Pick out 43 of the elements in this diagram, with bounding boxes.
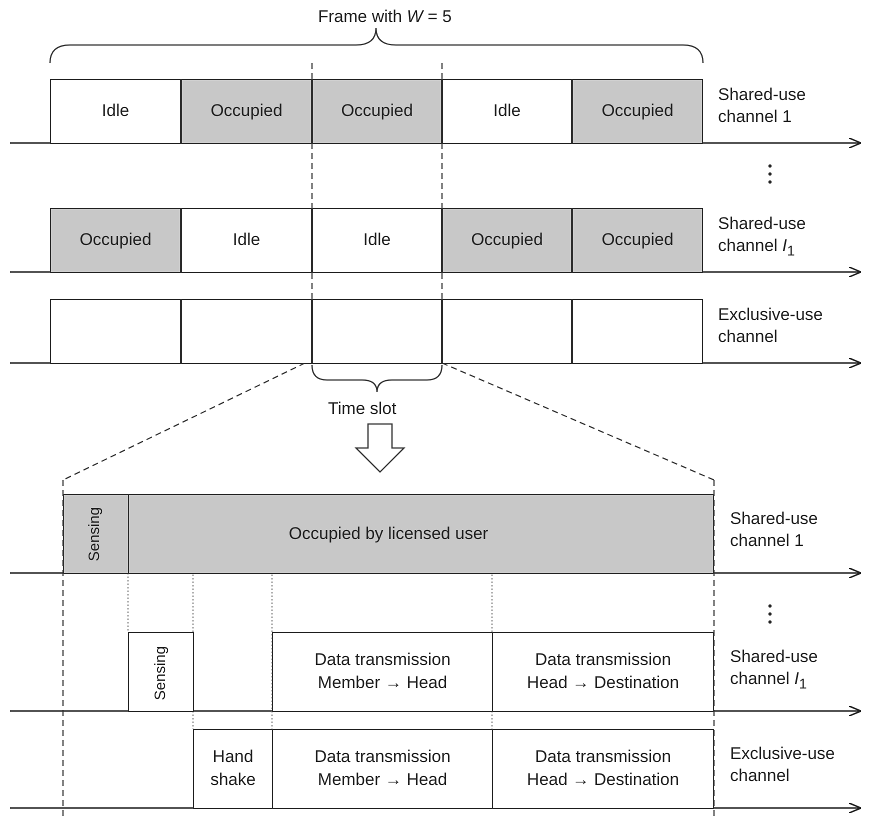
time-slot-box (181, 79, 312, 144)
slot-label: Idle (493, 101, 521, 120)
brace-label: Time slot (328, 398, 396, 420)
slot-label: Data transmission Head → Destination (526, 650, 680, 692)
slot-label: Idle (102, 101, 130, 120)
time-slot-box (312, 208, 442, 273)
time-slot-box (442, 79, 572, 144)
slot-label: Data transmission Head → Destination (526, 747, 680, 789)
time-slot-box (193, 729, 273, 809)
time-slot-box (492, 729, 714, 809)
channel-label: Shared-use channel 1 (730, 508, 819, 552)
slot-label: Data transmission Member → Head (314, 650, 451, 692)
time-slot-box (128, 632, 194, 712)
slot-label: Occupied (210, 101, 282, 120)
slot-label: Hand shake (210, 747, 256, 789)
slot-label: Data transmission Member → Head (314, 747, 451, 789)
time-slot-box (181, 208, 312, 273)
time-slot-box (63, 494, 714, 574)
slot-label: Idle (232, 230, 260, 250)
slot-label: Idle (363, 230, 391, 250)
time-slot-box (442, 208, 572, 273)
time-slot-box (50, 79, 181, 144)
time-slot-box (492, 632, 714, 712)
time-slot-box (312, 79, 442, 144)
slot-label: Occupied (602, 230, 674, 250)
brace-label: Frame with W = 5 (318, 6, 452, 28)
slot-label: Occupied (341, 101, 413, 120)
slot-label: Occupied (602, 101, 674, 120)
vertical-slot-label: Sensing (85, 507, 104, 562)
time-slot-box (272, 729, 493, 809)
slot-label: Occupied (80, 230, 152, 250)
time-slot-box (272, 632, 493, 712)
channel-label: Exclusive-use channel (730, 743, 836, 788)
channel-label: Exclusive-use channel (718, 304, 824, 348)
vertical-slot-label: Sensing (150, 646, 170, 700)
channel-label: Shared-use channel I$_{1}$ (718, 213, 807, 261)
time-slot-box (50, 208, 181, 273)
channel-label: Shared-use channel 1 (718, 84, 807, 128)
time-slot-box (572, 79, 703, 144)
slot-label: Occupied by licensed user (288, 524, 488, 543)
slot-label: Occupied (471, 230, 543, 250)
channel-label: Shared-use channel I$_{1}$ (730, 646, 819, 694)
time-slot-box (572, 208, 703, 273)
